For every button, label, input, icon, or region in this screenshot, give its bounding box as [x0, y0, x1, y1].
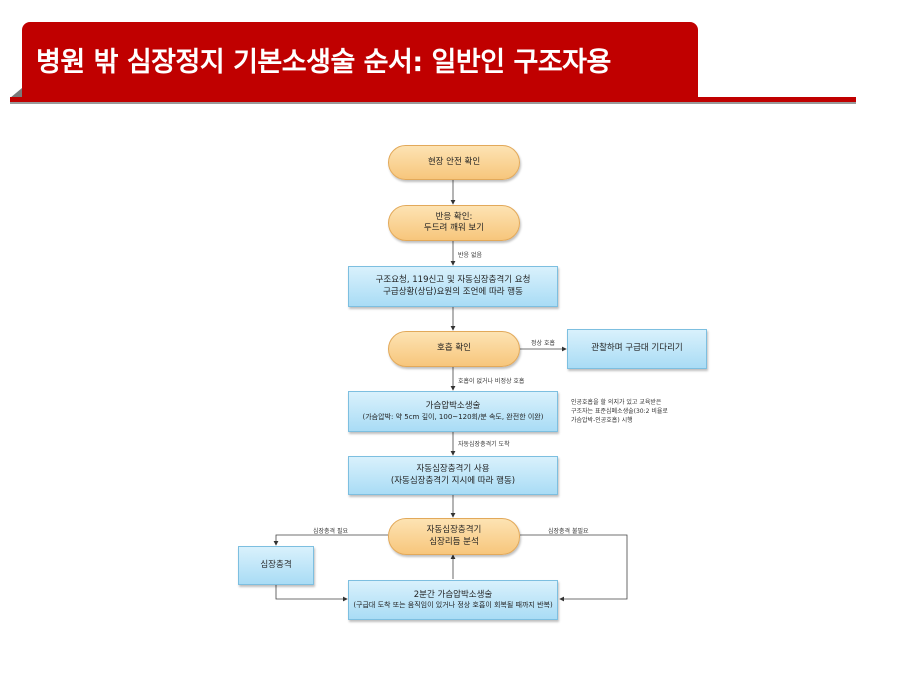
title-underline — [10, 97, 856, 102]
title-bar-wedge — [10, 88, 22, 98]
side-note-line1: 인공호흡을 할 의지가 있고 교육받은 — [571, 399, 662, 406]
step-check-breathing-text: 호흡 확인 — [437, 343, 471, 354]
step-analyze-rhythm-line2: 심장리듬 분석 — [429, 536, 479, 547]
step-use-aed-line2: (자동심장충격기 지시에 따라 행동) — [390, 475, 516, 486]
step-cpr-line1: 가슴압박소생술 — [425, 401, 481, 412]
edge-label-abnormal-breathing: 호흡이 없거나 비정상 호흡 — [458, 378, 525, 385]
title-underline-shadow — [10, 102, 856, 104]
edge-analyze-to-cpr2 — [520, 534, 628, 602]
title-bar — [22, 22, 698, 100]
step-wait-ems-text: 관찰하며 구급대 기다리기 — [591, 343, 683, 354]
step-analyze-rhythm: 자동심장충격기 심장리듬 분석 — [388, 518, 520, 555]
edge-label-no-response: 반응 없음 — [458, 252, 482, 259]
step-use-aed-line1: 자동심장충격기 사용 — [416, 464, 490, 475]
edge-shock-to-cpr2 — [275, 585, 348, 602]
step-check-response: 반응 확인: 두드려 깨워 보기 — [388, 205, 520, 241]
step-wait-ems: 관찰하며 구급대 기다리기 — [567, 329, 707, 369]
edge-label-shock-not-needed: 심장충격 불필요 — [548, 528, 589, 535]
step-analyze-rhythm-line1: 자동심장충격기 — [426, 525, 482, 536]
step-shock: 심장충격 — [238, 546, 314, 585]
step-call-help-line1: 구조요청, 119신고 및 자동심장충격기 요청 — [375, 275, 531, 286]
step-shock-text: 심장충격 — [260, 559, 292, 570]
step-cpr-2min: 2분간 가슴압박소생술 (구급대 도착 또는 움직임이 있거나 정상 호흡이 회… — [348, 580, 558, 620]
step-check-response-line2: 두드려 깨워 보기 — [423, 223, 485, 233]
side-note-line3: 가슴압박-인공호흡) 시행 — [571, 417, 633, 424]
page-title: 병원 밖 심장정지 기본소생술 순서: 일반인 구조자용 — [36, 47, 611, 78]
step-cpr-2min-line1: 2분간 가슴압박소생술 — [413, 589, 493, 600]
edge-label-normal-breathing: 정상 호흡 — [531, 340, 555, 347]
edge-label-shock-needed: 심장충격 필요 — [313, 528, 349, 535]
step-check-breathing: 호흡 확인 — [388, 331, 520, 367]
step-cpr-line2: (가슴압박: 약 5cm 깊이, 100~120회/분 속도, 완전한 이완) — [362, 412, 544, 421]
side-note: 인공호흡을 할 의지가 있고 교육받은 구조자는 표준심폐소생술(30:2 비율… — [571, 398, 668, 425]
step-cpr-2min-line2: (구급대 도착 또는 움직임이 있거나 정상 호흡이 회복될 때까지 반복) — [353, 601, 553, 610]
step-call-help-line2: 구급상황(상담)요원의 조언에 따라 행동 — [383, 286, 523, 297]
edge-analyze-to-shock — [273, 534, 388, 546]
step-cpr: 가슴압박소생술 (가슴압박: 약 5cm 깊이, 100~120회/분 속도, … — [348, 391, 558, 432]
step-use-aed: 자동심장충격기 사용 (자동심장충격기 지시에 따라 행동) — [348, 456, 558, 495]
step-scene-safety: 현장 안전 확인 — [388, 145, 520, 180]
step-check-response-line1: 반응 확인: — [435, 211, 473, 222]
edge-label-aed-arrives: 자동심장충격기 도착 — [458, 441, 510, 448]
step-scene-safety-text: 현장 안전 확인 — [427, 156, 481, 167]
step-call-help: 구조요청, 119신고 및 자동심장충격기 요청 구급상황(상담)요원의 조언에… — [348, 266, 558, 307]
side-note-line2: 구조자는 표준심폐소생술(30:2 비율로 — [571, 408, 668, 415]
